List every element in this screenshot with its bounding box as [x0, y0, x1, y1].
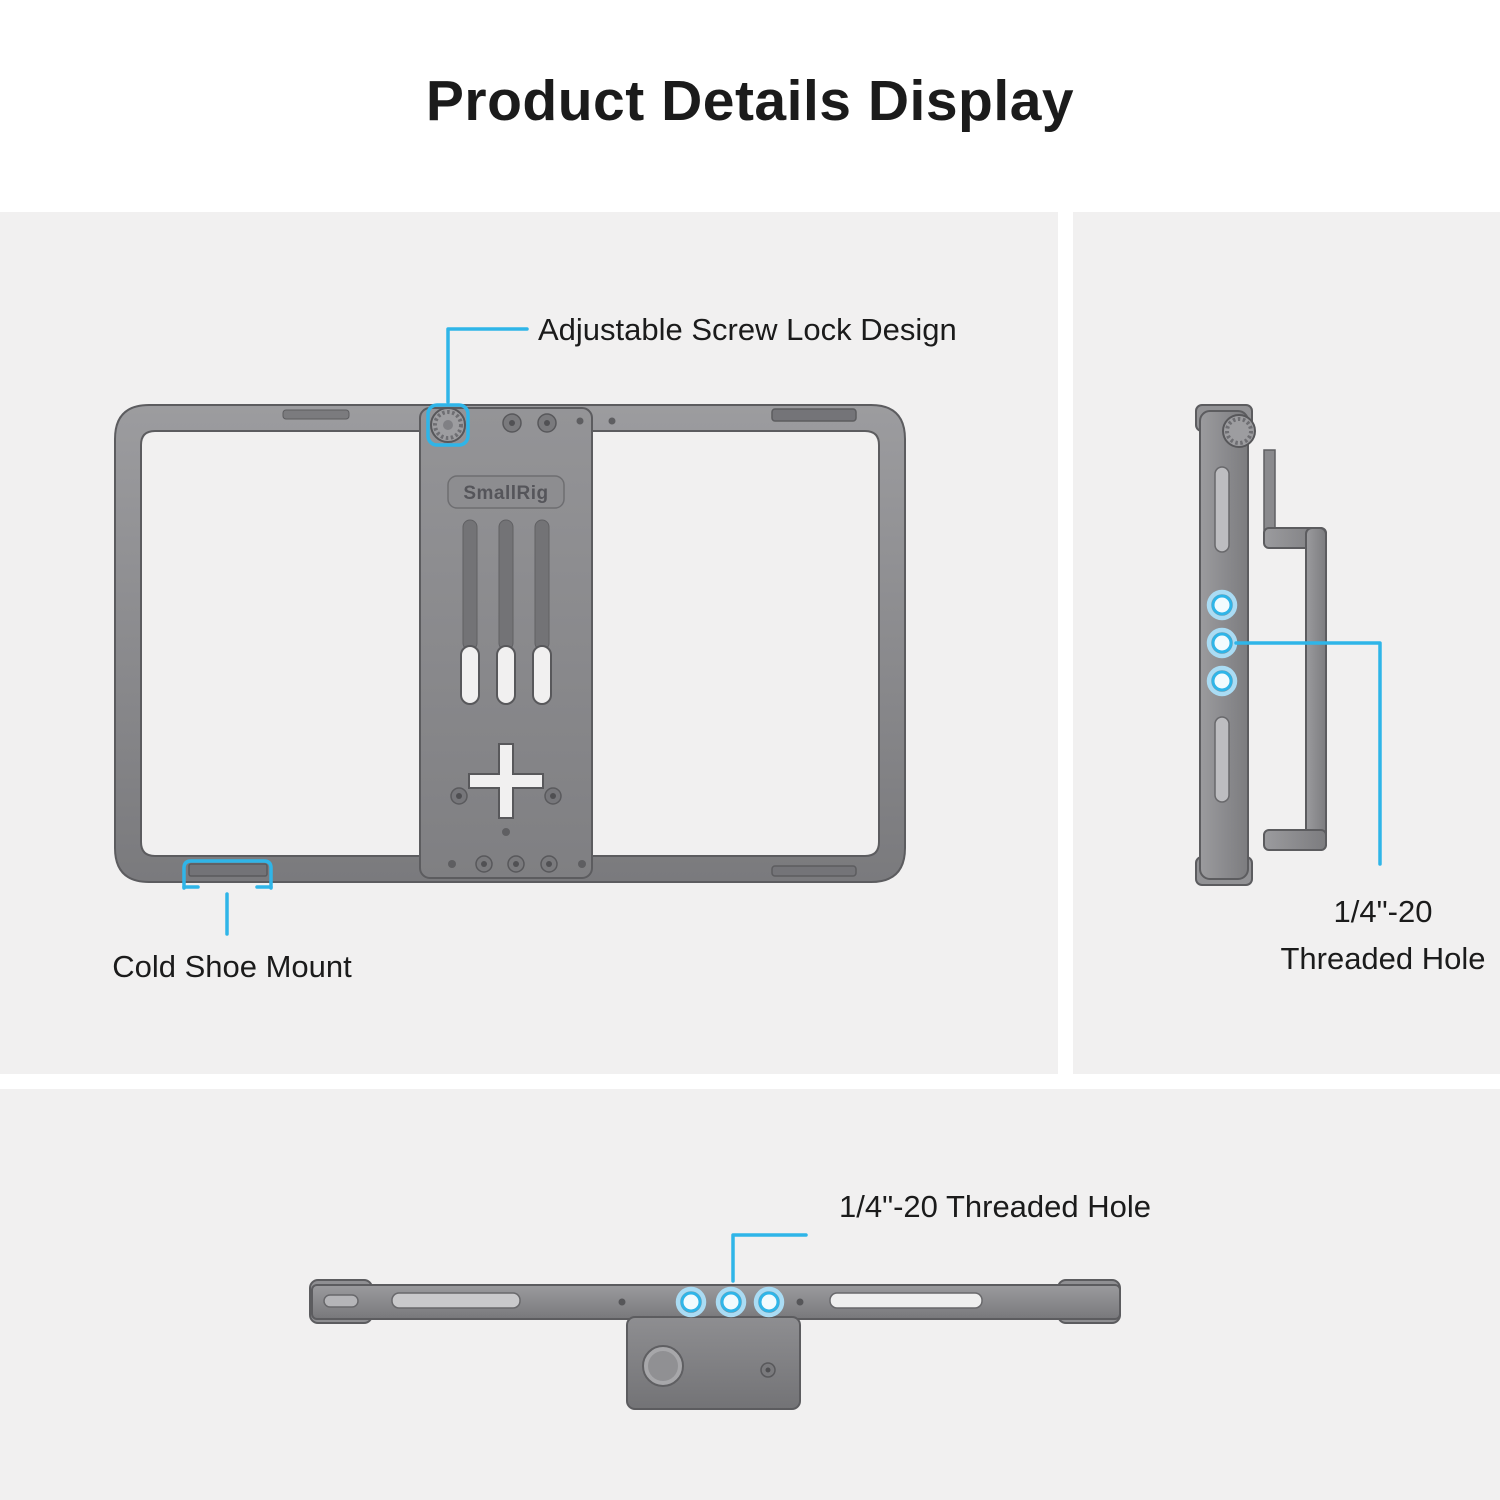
rail-grooves	[282, 408, 857, 877]
top-rail-screws	[502, 413, 616, 433]
bottom-view-diagram: 1/4"-20 Threaded Hole	[309, 1189, 1151, 1410]
side-locking-knob	[1222, 414, 1256, 448]
side-threaded-hole-label-line1: 1/4"-20	[1334, 894, 1433, 929]
screw-lock-callout-line	[446, 327, 529, 404]
screw-lock-label: Adjustable Screw Lock Design	[538, 312, 957, 347]
bottom-threaded-hole-label: 1/4"-20 Threaded Hole	[839, 1189, 1151, 1224]
locking-knob	[430, 407, 466, 443]
front-view-panel: SmallRig	[0, 212, 1058, 1074]
page-title: Product Details Display	[425, 69, 1075, 133]
front-view-diagram: SmallRig	[112, 312, 957, 984]
cold-shoe-label: Cold Shoe Mount	[112, 949, 352, 984]
cross-slot	[468, 743, 544, 819]
side-callout-line	[1234, 641, 1382, 866]
cold-shoe-mount	[188, 863, 268, 877]
brand-recess	[447, 475, 565, 509]
through-slots	[460, 645, 552, 705]
bottom-view-panel: 1/4"-20 Threaded Hole	[0, 1089, 1500, 1500]
cage-frame	[114, 404, 906, 883]
side-view-diagram: 1/4"-20 Threaded Hole	[1195, 404, 1486, 976]
cold-shoe-highlight	[182, 859, 273, 890]
bottom-threaded-holes	[675, 1286, 785, 1318]
plate-screws	[450, 787, 562, 836]
brand-label: SmallRig	[463, 483, 548, 504]
bottom-callout-line	[731, 1233, 808, 1283]
adjustment-grooves	[462, 519, 550, 651]
side-threaded-hole-label-line2: Threaded Hole	[1280, 941, 1485, 976]
side-view-panel: 1/4"-20 Threaded Hole	[1073, 212, 1500, 1074]
phone-clamp	[1222, 414, 1327, 851]
bottom-rail-screws	[448, 855, 586, 873]
center-mount-plate: SmallRig	[419, 407, 616, 879]
mount-block	[626, 1316, 801, 1410]
threaded-holes-highlight	[1206, 589, 1238, 697]
screw-lock-highlight-box	[426, 403, 470, 447]
